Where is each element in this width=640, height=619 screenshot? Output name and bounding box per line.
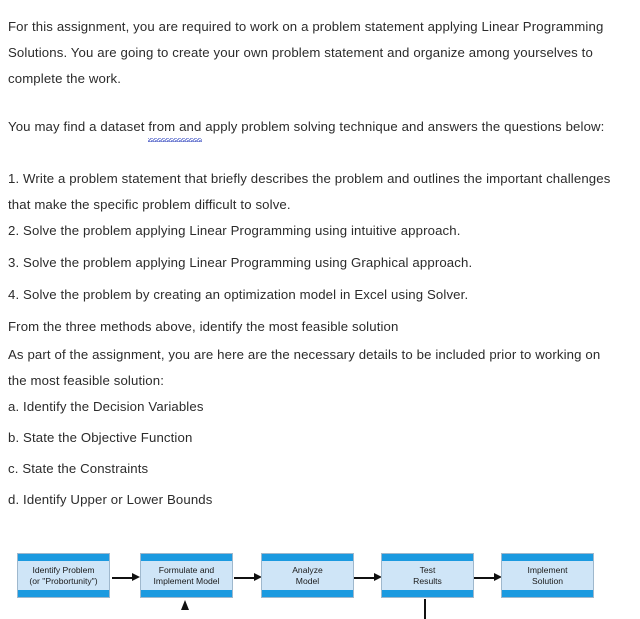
flow-box-bottom-band xyxy=(502,590,593,597)
flow-box-label: Identify Problem (or "Probortunity") xyxy=(29,564,98,586)
paragraph-as-part-of-assignment: As part of the assignment, you are here … xyxy=(8,347,601,389)
paragraph-from-three-methods: From the three methods above, identify t… xyxy=(8,319,399,335)
arrow-shaft xyxy=(112,576,133,579)
arrow-head-icon xyxy=(374,573,382,581)
process-flow-diagram: Identify Problem (or "Probortunity") For… xyxy=(0,530,640,619)
flow-box-label: Formulate and Implement Model xyxy=(153,564,220,586)
flow-box-formulate-model: Formulate and Implement Model xyxy=(140,553,233,598)
arrow-shaft xyxy=(474,576,495,579)
flow-box-top-band xyxy=(502,554,593,561)
flow-box-implement-solution: Implement Solution xyxy=(501,553,594,598)
paragraph-question-3: 3. Solve the problem applying Linear Pro… xyxy=(8,255,473,271)
flow-box-bottom-band xyxy=(18,590,109,597)
flow-box-top-band xyxy=(18,554,109,561)
flow-box-bottom-band xyxy=(382,590,473,597)
flow-box-analyze-model: Analyze Model xyxy=(261,553,354,598)
arrow-shaft xyxy=(234,576,255,579)
paragraph-item-d: d. Identify Upper or Lower Bounds xyxy=(8,492,213,508)
arrow-head-icon xyxy=(494,573,502,581)
paragraph-question-1: 1. Write a problem statement that briefl… xyxy=(8,171,611,213)
paragraph-find-dataset: You may find a dataset from and apply pr… xyxy=(8,114,638,143)
find-dataset-text-lead: You may find a dataset xyxy=(8,119,149,135)
flow-arrow-analyze-to-test xyxy=(354,573,382,582)
flow-box-bottom-band xyxy=(141,590,232,597)
flow-arrow-formulate-to-analyze xyxy=(234,573,262,582)
paragraph-question-2: 2. Solve the problem applying Linear Pro… xyxy=(8,223,461,239)
flow-box-top-band xyxy=(382,554,473,561)
paragraph-question-4: 4. Solve the problem by creating an opti… xyxy=(8,287,469,303)
paragraph-item-c: c. State the Constraints xyxy=(8,461,149,477)
flow-box-label: Test Results xyxy=(413,564,442,586)
paragraph-item-a: a. Identify the Decision Variables xyxy=(8,399,204,415)
spellcheck-misspelling: from and xyxy=(148,114,202,143)
flow-feedback-line-from-test xyxy=(424,599,426,619)
flow-box-top-band xyxy=(141,554,232,561)
flow-box-label: Implement Solution xyxy=(527,564,568,586)
flow-box-bottom-band xyxy=(262,590,353,597)
flow-arrow-test-to-implement xyxy=(474,573,502,582)
flow-box-label: Analyze Model xyxy=(292,564,323,586)
arrow-head-icon xyxy=(132,573,140,581)
find-dataset-text-tail: apply problem solving technique and answ… xyxy=(201,119,605,135)
paragraph-item-b: b. State the Objective Function xyxy=(8,430,193,446)
flow-arrow-identify-to-formulate xyxy=(112,573,140,582)
flow-arrow-feedback-into-formulate xyxy=(181,600,190,613)
flow-box-test-results: Test Results xyxy=(381,553,474,598)
flow-box-top-band xyxy=(262,554,353,561)
paragraph-intro: For this assignment, you are required to… xyxy=(8,19,604,87)
arrow-shaft xyxy=(354,576,375,579)
flow-box-identify-problem: Identify Problem (or "Probortunity") xyxy=(17,553,110,598)
arrow-head-up-icon xyxy=(181,600,189,610)
arrow-head-icon xyxy=(254,573,262,581)
